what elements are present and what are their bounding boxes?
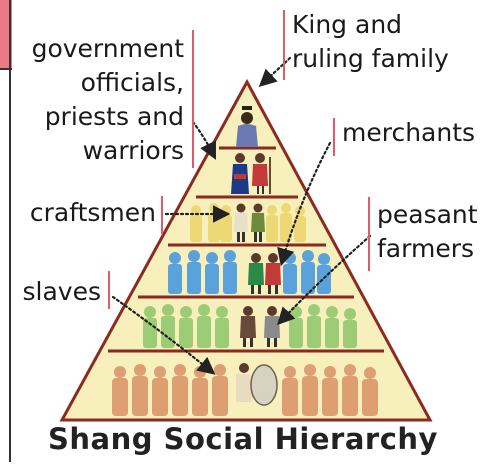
arrow-peasants [276, 234, 372, 326]
merchants-label-bar [333, 118, 335, 156]
craftsmen-label: craftsmen [29, 198, 156, 227]
merchants-label: merchants [342, 118, 476, 147]
arrow-officials [191, 120, 216, 160]
arrow-king [258, 56, 292, 87]
slaves-label-bar [108, 271, 110, 309]
left-frame [0, 0, 12, 462]
arrow-slaves [111, 295, 216, 375]
officials-label-line-2: officials, [80, 68, 184, 97]
slave-figures [112, 363, 378, 416]
peasants-label-line-2: farmers [377, 234, 474, 263]
craftsmen-label-bar [161, 196, 163, 234]
officials-label-line-4: warriors [82, 136, 184, 165]
peasants-label-bar [368, 197, 370, 271]
king-label-bar [283, 10, 285, 80]
diagram-title: Shang Social Hierarchy [48, 422, 438, 456]
arrow-merchants [277, 141, 332, 267]
slaves-label: slaves [22, 277, 102, 306]
king-label-line-2: ruling family [292, 44, 449, 73]
king-figure [236, 106, 258, 147]
officials-label-line-3: priests and [44, 102, 184, 131]
king-label-line-1: King and [292, 10, 403, 39]
sack [250, 364, 278, 406]
officials-figures [231, 153, 271, 194]
officials-label-line-1: government [31, 34, 184, 63]
merchants-figures [168, 250, 331, 294]
peasants-label-line-1: peasant [377, 200, 478, 229]
officials-label-bar [192, 30, 194, 168]
